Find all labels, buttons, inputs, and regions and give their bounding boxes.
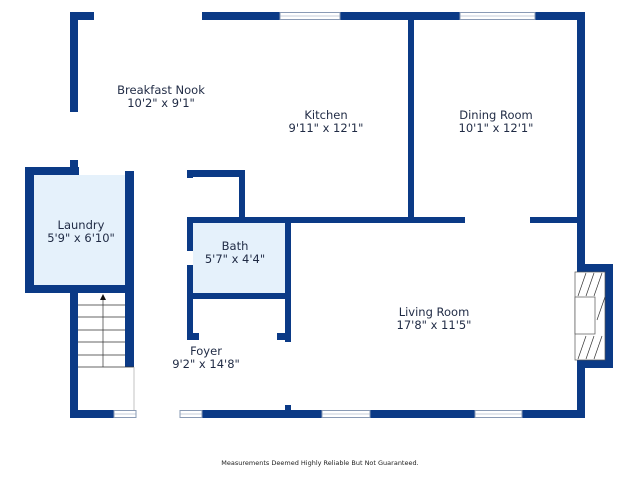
room-kitchen: Kitchen 9'11" x 12'1" xyxy=(289,109,364,135)
room-foyer: Foyer 9'2" x 14'8" xyxy=(172,345,240,371)
room-dims: 9'11" x 12'1" xyxy=(288,121,364,135)
fireplace xyxy=(574,271,606,361)
room-dims: 17'8" x 11'5" xyxy=(396,318,472,332)
room-dims: 5'9" x 6'10" xyxy=(47,231,115,245)
stairs xyxy=(78,298,135,410)
stair-arrow-icon xyxy=(100,294,106,300)
room-name: Bath xyxy=(221,239,249,253)
room-name: Laundry xyxy=(57,218,105,232)
room-dims: 10'2" x 9'1" xyxy=(127,96,195,110)
laundry-fill xyxy=(34,175,126,285)
room-laundry: Laundry 5'9" x 6'10" xyxy=(47,219,115,245)
walls xyxy=(25,12,613,418)
window-lines xyxy=(114,15,535,415)
disclaimer: Measurements Deemed Highly Reliable But … xyxy=(221,459,419,467)
room-living-room: Living Room 17'8" x 11'5" xyxy=(397,306,472,332)
room-name: Foyer xyxy=(190,344,222,358)
room-dims: 5'7" x 4'4" xyxy=(204,252,266,266)
room-dims: 9'2" x 14'8" xyxy=(172,357,240,371)
room-dining-room: Dining Room 10'1" x 12'1" xyxy=(459,109,534,135)
room-bath: Bath 5'7" x 4'4" xyxy=(205,240,265,266)
room-breakfast-nook: Breakfast Nook 10'2" x 9'1" xyxy=(117,84,205,110)
room-name: Kitchen xyxy=(304,108,348,122)
room-dims: 10'1" x 12'1" xyxy=(458,121,534,135)
room-name: Breakfast Nook xyxy=(117,83,205,97)
bath-fill xyxy=(193,223,285,293)
room-name: Living Room xyxy=(398,305,470,319)
room-name: Dining Room xyxy=(459,108,533,122)
